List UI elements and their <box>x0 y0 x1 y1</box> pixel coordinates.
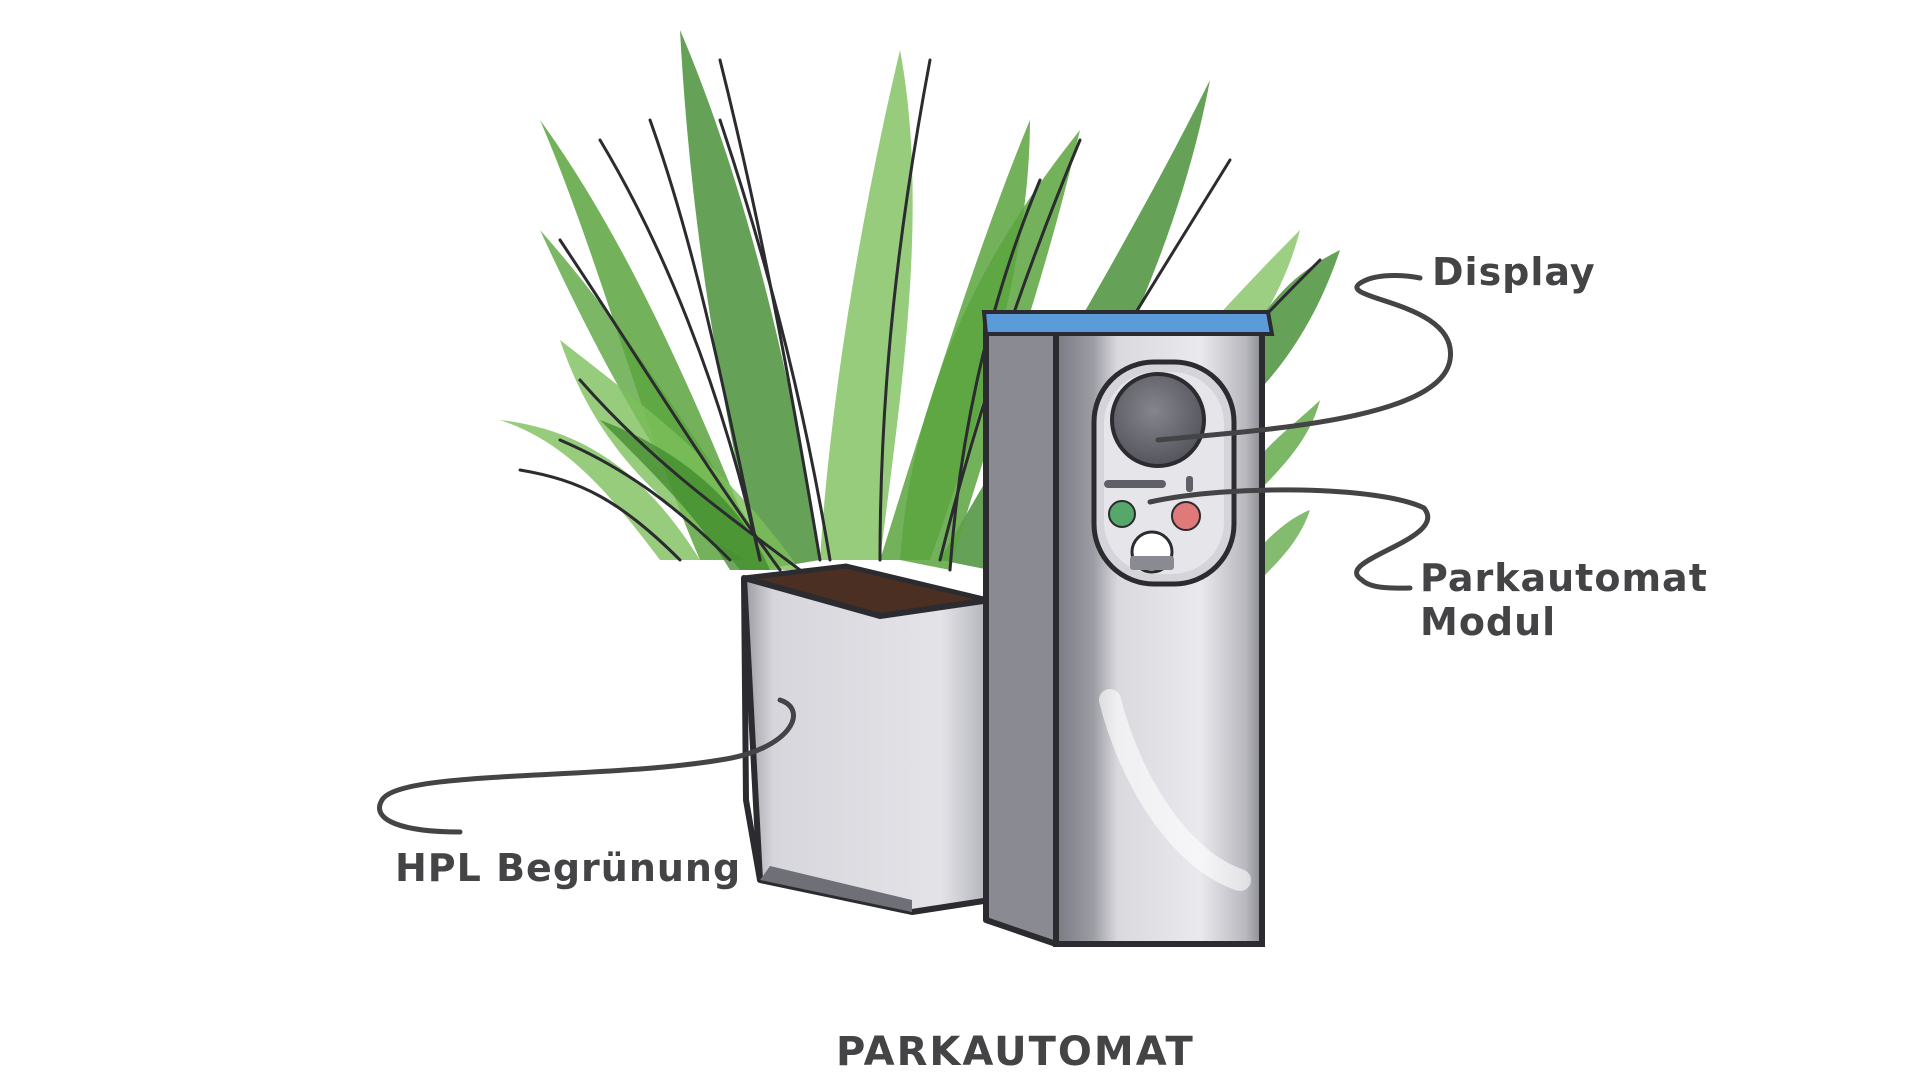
leaf <box>680 30 820 570</box>
parkautomat-modul-label-line2: Modul <box>1420 600 1557 644</box>
display-label: Display <box>1432 250 1596 294</box>
status-light-icon <box>1186 476 1193 492</box>
callout-lines <box>377 273 1453 835</box>
planter-edge <box>741 577 763 881</box>
leaf <box>600 420 770 570</box>
parkautomat-module <box>1091 359 1237 587</box>
pillar-side <box>983 323 1059 947</box>
card-slot-icon <box>1104 480 1166 488</box>
leaf <box>500 420 700 560</box>
parkautomat-modul-label: Parkautomat Modul <box>1420 556 1708 644</box>
hpl-begruenung-label: HPL Begrünung <box>395 846 742 890</box>
modul-leader <box>1147 487 1430 591</box>
pillar-cap <box>981 310 1275 336</box>
display-leader <box>1155 273 1453 443</box>
parkautomat-modul-label-line1: Parkautomat <box>1420 556 1708 600</box>
planter-body <box>741 575 993 915</box>
leaf <box>820 50 913 560</box>
red-button-icon <box>1171 501 1201 531</box>
pillar-highlight <box>1099 689 1251 891</box>
planter-shade <box>760 866 912 912</box>
hpl-leader <box>377 697 796 835</box>
display-screen-icon <box>1110 372 1206 468</box>
green-button-icon <box>1108 500 1136 528</box>
coin-tray-icon <box>1130 556 1174 570</box>
leaf <box>540 120 760 560</box>
page-title: PARKAUTOMAT <box>836 1029 1195 1075</box>
